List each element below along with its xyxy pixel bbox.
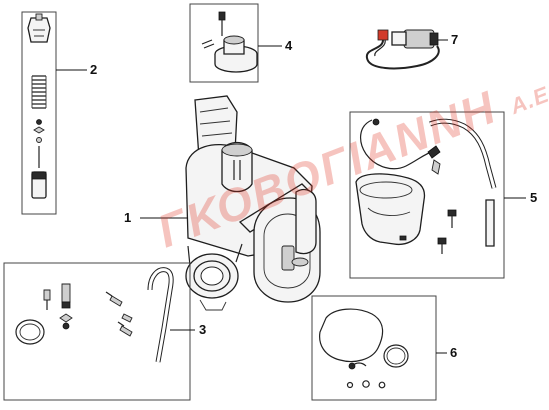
part-6-gasket-kit: [311, 295, 437, 401]
part-1-carburetor-body: [185, 95, 321, 311]
watermark-suffix: Α.Ε.: [506, 78, 549, 120]
part-3-jet-kit: [3, 262, 191, 401]
leader-lines: [56, 39, 526, 354]
callout-4: 4: [285, 38, 293, 53]
callout-2: 2: [90, 62, 98, 77]
callout-6: 6: [450, 345, 458, 360]
part-4-frame: [189, 3, 259, 83]
part-4-top-cover: [189, 3, 259, 83]
part-7-electric-choke: [365, 29, 440, 70]
callout-3: 3: [199, 322, 207, 337]
part-2-frame: [21, 11, 57, 215]
part-5-float-bowl-kit: [349, 111, 505, 279]
callout-5: 5: [530, 190, 538, 205]
callout-1: 1: [124, 210, 132, 225]
part-3-frame: [3, 262, 191, 401]
part-5-frame: [349, 111, 505, 279]
callout-7: 7: [451, 32, 459, 47]
part-6-frame: [311, 295, 437, 401]
part-2-slide-needle-assembly: [21, 11, 57, 215]
